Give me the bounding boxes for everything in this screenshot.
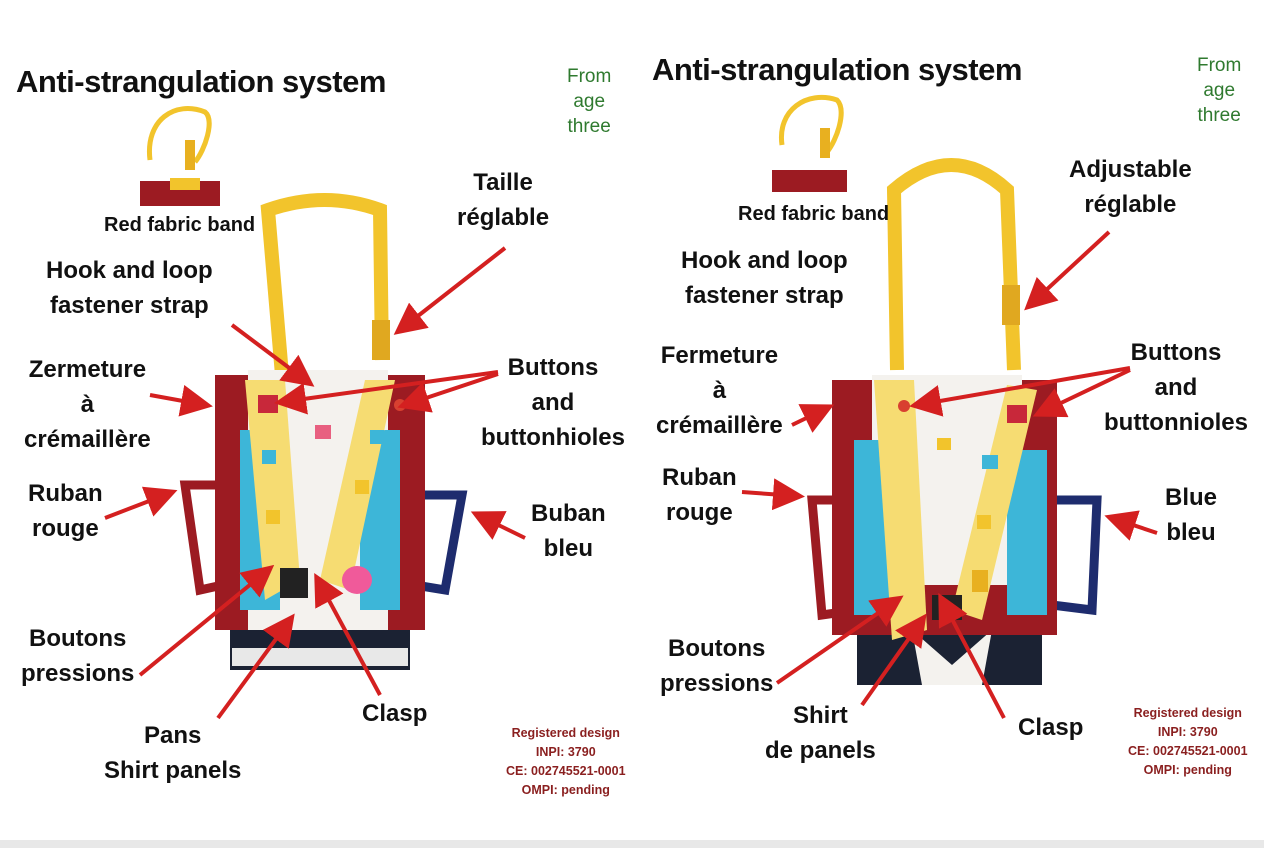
left-panel: Anti-strangulation system From age three… <box>16 64 626 797</box>
left-strap-buckle <box>372 320 390 360</box>
left-yellow-strap <box>260 193 389 376</box>
left-garment-photo <box>104 106 526 720</box>
left-clasp-label: Clasp <box>362 700 428 727</box>
right-title: Anti-strangulation system <box>652 52 1022 87</box>
right-red-band-thumbnail <box>772 94 847 192</box>
left-red-fabric-band-label: Red fabric band <box>104 214 256 236</box>
left-age-line: From <box>567 66 612 87</box>
right-age-label: From age three <box>1197 53 1241 128</box>
right-age-line: age <box>1203 80 1236 101</box>
left-title: Anti-strangulation system <box>16 64 386 99</box>
right-clasp-label: Clasp <box>1018 714 1084 741</box>
left-age-line: age <box>573 91 606 112</box>
right-arrows <box>741 230 1158 719</box>
right-blue-ribbon <box>1047 495 1102 616</box>
right-red-fabric-band-label: Red fabric band <box>738 203 890 225</box>
left-age-label: From age three <box>567 64 611 139</box>
right-panel: Anti-strangulation system From age three… <box>632 0 1264 848</box>
left-age-line: three <box>567 116 611 137</box>
right-age-line: three <box>1197 105 1241 126</box>
left-red-band-thumbnail <box>140 106 220 206</box>
left-blue-ribbon <box>414 490 468 596</box>
right-garment-photo <box>741 94 1158 719</box>
right-age-line: From <box>1197 55 1242 76</box>
bottom-strip <box>0 840 1264 848</box>
left-arrows <box>104 246 526 720</box>
right-yellow-strap <box>886 158 1021 371</box>
